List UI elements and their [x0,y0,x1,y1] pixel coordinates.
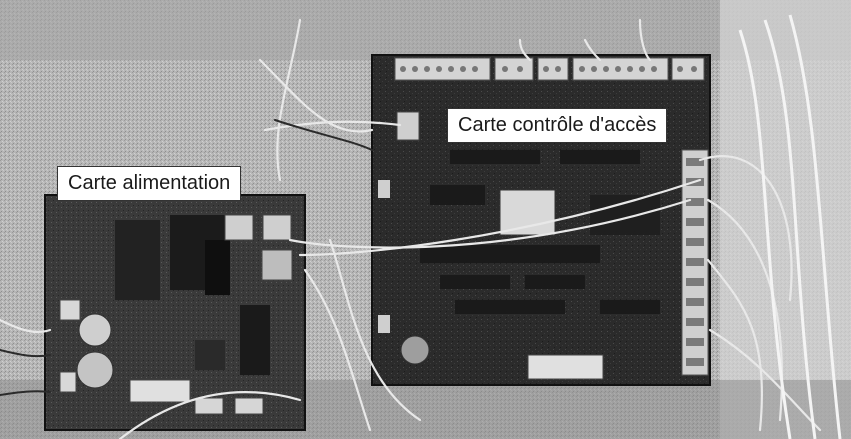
access-control-board [371,54,711,386]
power-board-label: Carte alimentation [57,166,242,201]
power-supply-board [44,194,306,431]
wiring [0,18,822,439]
cable-bundle [738,14,842,439]
access-control-board-label: Carte contrôle d'accès [447,108,668,143]
